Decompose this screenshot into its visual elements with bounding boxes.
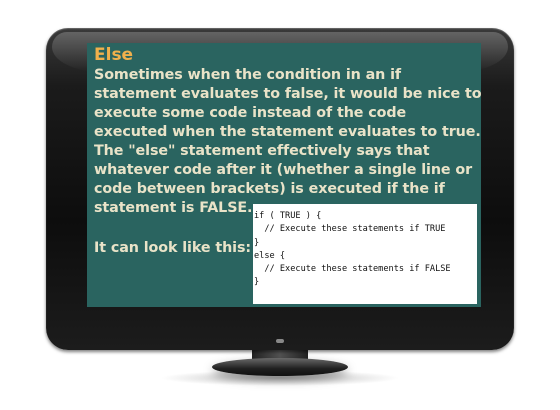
body-line: executed when the statement evaluates to…	[94, 124, 481, 140]
slide-title: Else	[94, 45, 134, 65]
code-line: }	[254, 237, 260, 248]
power-indicator-icon	[276, 339, 284, 343]
body-line: statement evaluates to false, it would b…	[94, 86, 481, 102]
code-line: // Execute these statements if FALSE	[254, 264, 451, 275]
body-line: statement is FALSE.	[94, 200, 253, 216]
monitor-screen: Else Sometimes when the condition in an …	[87, 43, 481, 307]
body-line: whatever code after it (whether a single…	[94, 162, 473, 178]
body-line: The "else" statement effectively says th…	[94, 143, 430, 159]
body-line: Sometimes when the condition in an if	[94, 67, 402, 83]
code-line: // Execute these statements if TRUE	[254, 224, 446, 235]
monitor-shadow	[160, 370, 400, 386]
code-line: if ( TRUE ) {	[254, 211, 322, 221]
monitor-stand-base	[212, 358, 348, 376]
code-line: }	[254, 277, 260, 288]
code-example-box: if ( TRUE ) { // Execute these statement…	[253, 204, 477, 304]
body-line: execute some code instead of the code	[94, 105, 407, 121]
code-line: else {	[254, 250, 286, 261]
example-intro: It can look like this:	[94, 240, 251, 256]
body-line: code between brackets) is executed if th…	[94, 181, 445, 197]
